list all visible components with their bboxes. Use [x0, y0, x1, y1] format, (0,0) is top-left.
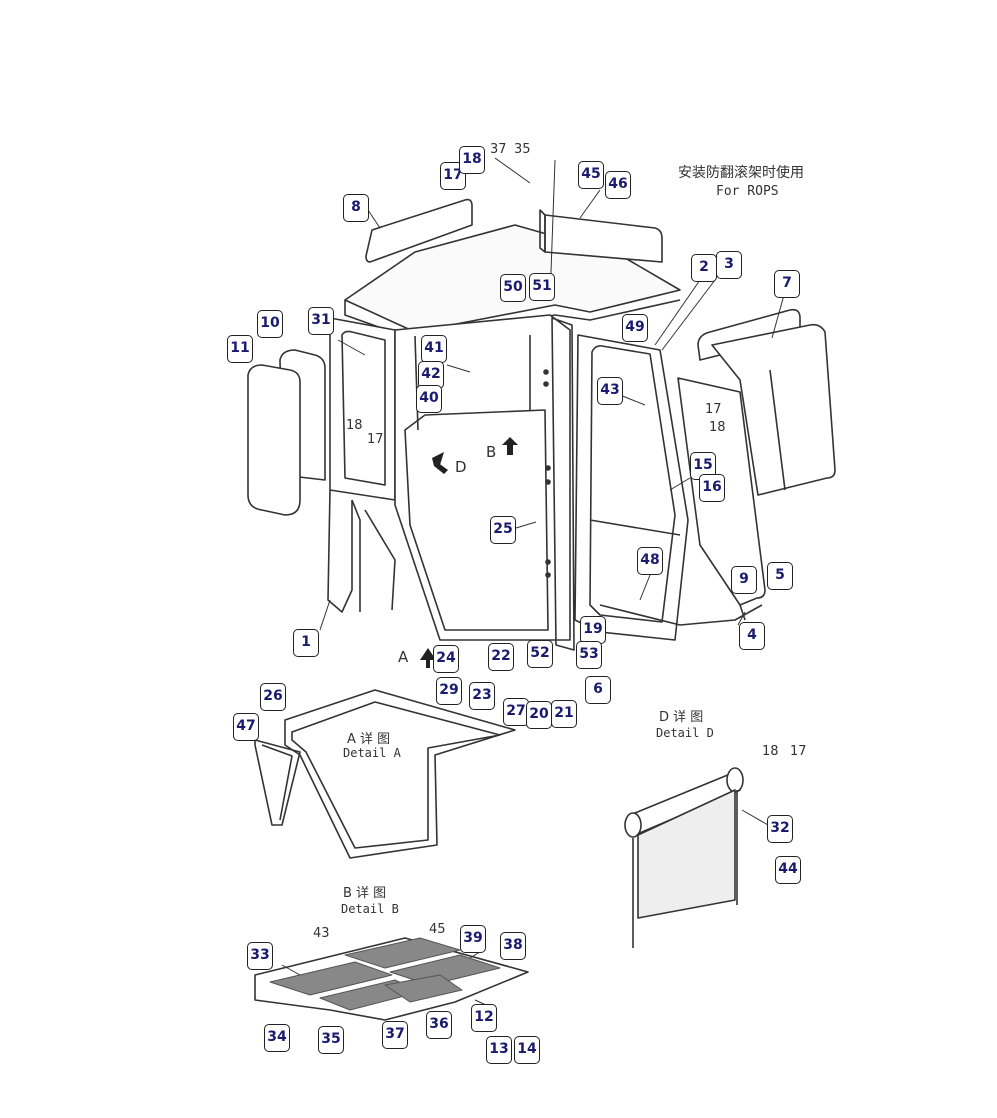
callout-14[interactable]: 14	[514, 1036, 540, 1064]
callout-50[interactable]: 50	[500, 274, 526, 302]
label-a: A	[398, 648, 409, 666]
callout-35[interactable]: 35	[318, 1026, 344, 1054]
detail-b-title-cn: B 详 图	[343, 886, 387, 901]
callout-7[interactable]: 7	[774, 270, 800, 298]
rear-top-glass	[365, 198, 473, 263]
label-18-detail-d: 18	[762, 744, 779, 759]
callout-2[interactable]: 2	[691, 254, 717, 282]
callout-47[interactable]: 47	[233, 713, 259, 741]
callout-1[interactable]: 1	[293, 629, 319, 657]
callout-31[interactable]: 31	[308, 307, 334, 335]
callout-39[interactable]: 39	[460, 925, 486, 953]
detail-a-pillar	[254, 739, 301, 826]
callout-38[interactable]: 38	[500, 932, 526, 960]
callout-49[interactable]: 49	[622, 314, 648, 342]
callout-10[interactable]: 10	[257, 310, 283, 338]
callout-12[interactable]: 12	[471, 1004, 497, 1032]
callout-34[interactable]: 34	[264, 1024, 290, 1052]
callout-17[interactable]: 17	[440, 162, 466, 190]
arrow-d	[432, 452, 448, 474]
label-35-top: 35	[514, 142, 531, 157]
callout-13[interactable]: 13	[486, 1036, 512, 1064]
detail-b-title-en: Detail B	[341, 902, 399, 916]
label-17-detail-d: 17	[790, 744, 807, 759]
label-18-left: 18	[346, 418, 363, 433]
callout-4[interactable]: 4	[739, 622, 765, 650]
detail-a-title-en: Detail A	[343, 746, 401, 760]
callout-51[interactable]: 51	[529, 273, 555, 301]
callout-21[interactable]: 21	[551, 700, 577, 728]
callout-3[interactable]: 3	[716, 251, 742, 279]
callout-42[interactable]: 42	[418, 361, 444, 389]
detail-a-title-cn: A 详 图	[347, 732, 391, 747]
rops-title-en: For ROPS	[716, 184, 779, 199]
label-b: B	[486, 443, 497, 461]
callout-27[interactable]: 27	[503, 698, 529, 726]
label-43-detail-b: 43	[313, 926, 330, 941]
callout-37[interactable]: 37	[382, 1021, 408, 1049]
label-45-detail-b: 45	[429, 922, 446, 937]
callout-19[interactable]: 19	[580, 616, 606, 644]
front-top-glass	[544, 214, 663, 263]
callout-18[interactable]: 18	[459, 146, 485, 174]
callout-40[interactable]: 40	[416, 385, 442, 413]
rops-title-cn: 安装防翻滚架时使用	[678, 165, 804, 181]
callout-8[interactable]: 8	[343, 194, 369, 222]
callout-41[interactable]: 41	[421, 335, 447, 363]
label-d: D	[455, 458, 467, 476]
callout-16[interactable]: 16	[699, 474, 725, 502]
callout-52[interactable]: 52	[527, 640, 553, 668]
label-17-left: 17	[367, 432, 384, 447]
callout-20[interactable]: 20	[526, 701, 552, 729]
callout-25[interactable]: 25	[490, 516, 516, 544]
label-37-top: 37	[490, 142, 507, 157]
left-glass-11	[247, 364, 301, 516]
arrow-a	[420, 648, 436, 668]
front-pillar	[551, 317, 575, 651]
callout-5[interactable]: 5	[767, 562, 793, 590]
callout-11[interactable]: 11	[227, 335, 253, 363]
callout-26[interactable]: 26	[260, 683, 286, 711]
callout-36[interactable]: 36	[426, 1011, 452, 1039]
callout-29[interactable]: 29	[436, 677, 462, 705]
arrow-b	[502, 437, 518, 455]
callout-6[interactable]: 6	[585, 676, 611, 704]
detail-a-frame	[284, 689, 516, 859]
callout-22[interactable]: 22	[488, 643, 514, 671]
label-18-right: 18	[709, 420, 726, 435]
callout-45[interactable]: 45	[578, 161, 604, 189]
detail-d-title-en: Detail D	[656, 726, 714, 740]
callout-46[interactable]: 46	[605, 171, 631, 199]
callout-33[interactable]: 33	[247, 942, 273, 970]
callout-24[interactable]: 24	[433, 645, 459, 673]
callout-44[interactable]: 44	[775, 856, 801, 884]
callout-9[interactable]: 9	[731, 566, 757, 594]
left-pillars	[327, 489, 353, 613]
label-17-right: 17	[705, 402, 722, 417]
callout-53[interactable]: 53	[576, 641, 602, 669]
callout-32[interactable]: 32	[767, 815, 793, 843]
callout-43[interactable]: 43	[597, 377, 623, 405]
detail-d-title-cn: D 详 图	[659, 710, 704, 725]
callout-48[interactable]: 48	[637, 547, 663, 575]
callout-23[interactable]: 23	[469, 682, 495, 710]
